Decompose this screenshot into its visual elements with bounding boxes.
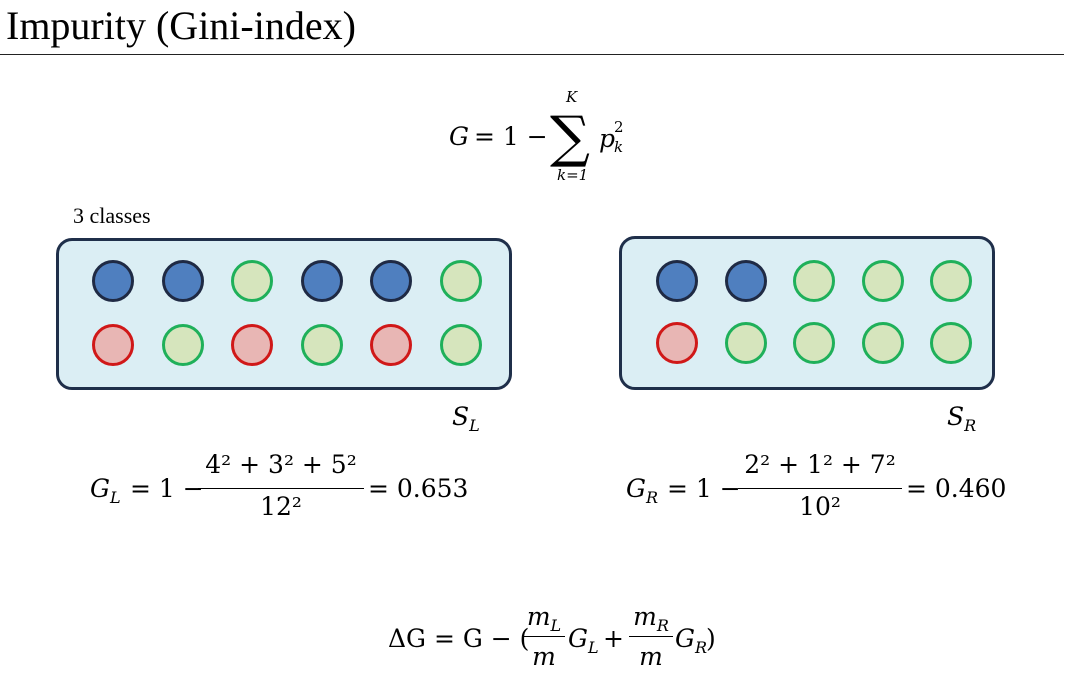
term-p: p (599, 124, 616, 153)
delta-gr: GR (675, 624, 708, 657)
delta-frac-left: mL m (523, 602, 565, 672)
gr-eq: = 1 − (667, 474, 741, 503)
red-ball (656, 322, 698, 364)
gl-fraction-bar (198, 488, 364, 489)
gl-lhs: GL (90, 474, 121, 507)
sum-upper-limit: K (566, 88, 578, 106)
sum-lower-limit: k=1 (557, 166, 589, 184)
green-ball (724, 322, 767, 364)
green-ball (300, 324, 343, 366)
delta-frac-right-bar (629, 636, 673, 637)
blue-ball (161, 260, 204, 302)
green-ball (793, 260, 835, 302)
left-set-label: SL (452, 402, 480, 435)
delta-lhs: ΔG = G − ( (388, 624, 530, 653)
gr-result: = 0.460 (906, 474, 1007, 503)
gl-eq: = 1 − (130, 474, 204, 503)
title-divider (0, 54, 1064, 55)
term-sup: 2 (614, 118, 624, 136)
delta-plus: + (603, 624, 624, 653)
formula-eq: = 1 − (474, 122, 548, 151)
term-sub: k (614, 138, 624, 156)
left-set-box (56, 238, 512, 390)
gl-numerator: 4² + 3² + 5² (205, 450, 357, 479)
slide-title: Impurity (Gini-index) (6, 3, 356, 48)
delta-frac-left-bar (523, 636, 565, 637)
gl-fraction: 4² + 3² + 5² 12² (198, 448, 364, 520)
blue-ball (92, 260, 134, 302)
blue-ball (300, 260, 343, 302)
gl-result: = 0.653 (368, 474, 469, 503)
green-ball (793, 322, 835, 364)
green-ball (439, 260, 482, 302)
formula-lhs: G (449, 122, 469, 151)
green-ball (161, 324, 204, 366)
gr-numerator: 2² + 1² + 7² (744, 450, 896, 479)
red-ball (92, 324, 134, 366)
green-ball (930, 322, 972, 364)
blue-ball (370, 260, 412, 302)
green-ball (861, 260, 904, 302)
gr-denominator: 10² (799, 492, 841, 521)
right-set-label: SR (947, 402, 977, 435)
delta-gl: GL (568, 624, 599, 657)
red-ball (231, 324, 273, 366)
gr-lhs: GR (626, 474, 659, 507)
green-ball (439, 324, 482, 366)
delta-frac-right: mR m (629, 602, 673, 672)
gr-fraction-bar (738, 488, 902, 489)
classes-label: 3 classes (73, 203, 151, 228)
delta-frac-left-den: m (532, 642, 556, 671)
delta-frac-right-den: m (639, 642, 663, 671)
green-ball (231, 260, 273, 302)
delta-frac-right-num: mR (633, 602, 669, 635)
blue-ball (656, 260, 698, 302)
blue-ball (724, 260, 767, 302)
delta-frac-left-num: mL (526, 602, 562, 635)
gl-denominator: 12² (260, 492, 302, 521)
green-ball (930, 260, 972, 302)
red-ball (370, 324, 412, 366)
delta-close: ) (706, 624, 716, 653)
sum-symbol: ∑ (550, 105, 590, 170)
green-ball (861, 322, 904, 364)
gr-fraction: 2² + 1² + 7² 10² (738, 448, 902, 520)
